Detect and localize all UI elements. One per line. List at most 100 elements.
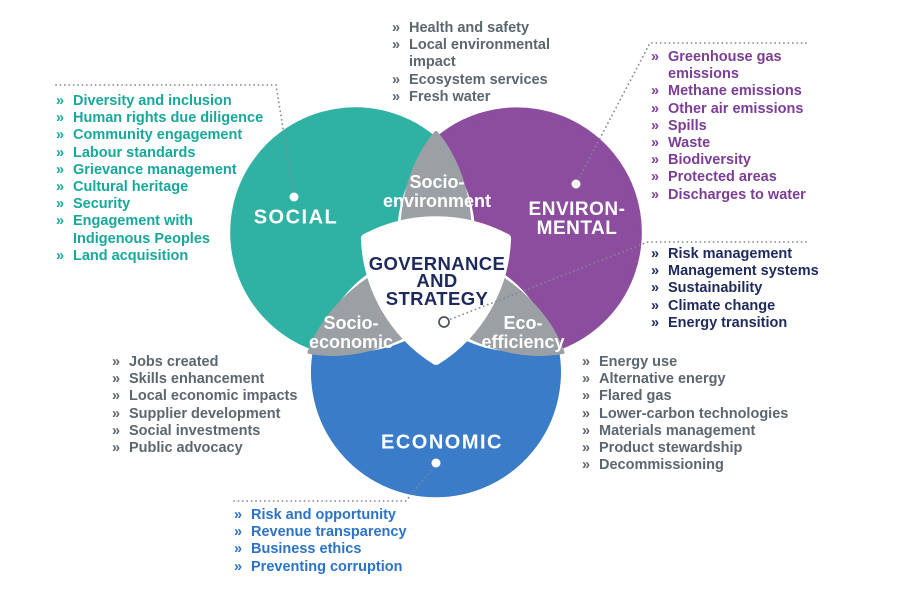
governance-center-region — [360, 216, 512, 365]
chevron-bullet: » — [112, 371, 121, 388]
list-item: »Local economic impacts — [112, 388, 334, 405]
list-item: »Cultural heritage — [56, 179, 301, 196]
list-item: »Sustainability — [651, 280, 846, 297]
list-item: »Fresh water — [392, 89, 582, 106]
list-item-text: Local economic impacts — [129, 388, 298, 405]
chevron-bullet: » — [651, 100, 660, 117]
list-item-text: Management systems — [668, 263, 819, 280]
eco-efficiency-topic-list: »Energy use»Alternative energy»Flared ga… — [582, 354, 824, 474]
list-item-text: Local environmental impact — [409, 37, 551, 71]
list-item-text: Discharges to water — [668, 186, 806, 203]
chevron-bullet: » — [651, 280, 660, 297]
list-item-text: Waste — [668, 135, 711, 152]
list-item-text: Fresh water — [409, 88, 491, 105]
chevron-bullet: » — [56, 247, 65, 264]
list-item: » Decommissioning — [582, 457, 824, 474]
chevron-bullet: » — [56, 213, 65, 230]
list-item: »Social investments — [112, 423, 334, 440]
list-item-text: Alternative energy — [599, 371, 726, 388]
governance-leader-line — [445, 241, 807, 322]
list-item-text: Lower-carbon technologies — [599, 405, 789, 422]
list-item-text: Flared gas — [599, 388, 672, 405]
list-item-text: Spills — [668, 117, 707, 134]
chevron-bullet: » — [56, 179, 65, 196]
list-item: »Security — [56, 196, 301, 213]
list-item-text: Ecosystem services — [409, 71, 548, 88]
list-item-text: Materials management — [599, 422, 756, 439]
chevron-bullet: » — [392, 71, 401, 88]
list-item: »Skills enhancement — [112, 371, 334, 388]
list-item-text: Energy use — [599, 354, 678, 370]
chevron-bullet: » — [112, 422, 121, 439]
list-item-text: Public advocacy — [129, 440, 243, 457]
chevron-bullet: » — [582, 440, 591, 457]
list-item: »Jobs created — [112, 354, 334, 371]
list-item: »Alternative energy — [582, 371, 824, 388]
list-item-text: Labour standards — [73, 144, 196, 161]
chevron-bullet: » — [234, 558, 243, 575]
socio-environment-topic-list: »Health and safety»Local environmental i… — [392, 20, 582, 106]
list-item-text: Preventing corruption — [251, 558, 403, 575]
socio-economic-topic-list: »Jobs created»Skills enhancement»Local e… — [112, 354, 334, 457]
economic-leader-line — [233, 463, 437, 502]
chevron-bullet: » — [651, 314, 660, 331]
list-item: »Protected areas — [651, 169, 833, 186]
list-item-text: Decommissioning — [599, 457, 724, 474]
list-item: » Spills — [651, 118, 833, 135]
list-item-text: Health and safety — [409, 20, 530, 36]
list-item-text: Risk management — [668, 246, 793, 262]
social-topic-list: »Diversity and inclusion»Human rights du… — [56, 93, 301, 265]
chevron-bullet: » — [56, 93, 65, 109]
list-item: » Public advocacy — [112, 440, 334, 457]
environmental-topic-list: »Greenhouse gas emissions»Methane emissi… — [651, 49, 833, 204]
list-item: »Methane emissions — [651, 83, 833, 100]
list-item-text: Other air emissions — [668, 100, 804, 117]
governance-topic-list: » Risk management » Management systems»Sust… — [651, 246, 846, 332]
chevron-bullet: » — [651, 246, 660, 262]
chevron-bullet: » — [651, 83, 660, 100]
list-item: » Human rights due diligence — [56, 110, 301, 127]
chevron-bullet: » — [234, 524, 243, 541]
list-item: »Revenue transparency — [234, 524, 452, 541]
list-item: »Climate change — [651, 298, 846, 315]
chevron-bullet: » — [651, 117, 660, 134]
list-item: »Engagement with Indigenous Peoples — [56, 213, 301, 247]
list-item: »Grievance management — [56, 162, 301, 179]
list-item: » Energy use — [582, 354, 824, 371]
list-item: »Energy transition — [651, 315, 846, 332]
social-marker-dot — [289, 192, 299, 202]
chevron-bullet: » — [582, 388, 591, 405]
chevron-bullet: » — [582, 405, 591, 422]
list-item: »Health and safety — [392, 20, 582, 37]
chevron-bullet: » — [112, 354, 121, 370]
list-item-text: Biodiversity — [668, 152, 751, 169]
list-item: »Local environmental impact — [392, 37, 582, 71]
list-item: »Product stewardship — [582, 440, 824, 457]
chevron-bullet: » — [234, 507, 243, 523]
chevron-bullet: » — [112, 440, 121, 457]
chevron-bullet: » — [651, 152, 660, 169]
governance-marker-ring — [438, 316, 450, 328]
environmental-marker-dot — [571, 179, 581, 189]
list-item: » Ecosystem services — [392, 72, 582, 89]
list-item-text: Community engagement — [73, 127, 243, 144]
chevron-bullet: » — [651, 169, 660, 186]
list-item: » Management systems — [651, 263, 846, 280]
list-item: »Greenhouse gas emissions — [651, 49, 833, 83]
list-item: » Risk management — [651, 246, 846, 263]
list-item: » Biodiversity — [651, 152, 833, 169]
chevron-bullet: » — [582, 354, 591, 370]
chevron-bullet: » — [56, 127, 65, 144]
list-item-text: Greenhouse gas emissions — [668, 49, 782, 83]
list-item-text: Human rights due diligence — [73, 110, 264, 127]
chevron-bullet: » — [651, 297, 660, 314]
chevron-bullet: » — [651, 263, 660, 280]
list-item: »Labour standards — [56, 145, 301, 162]
list-item-text: Business ethics — [251, 541, 362, 558]
chevron-bullet: » — [112, 405, 121, 422]
chevron-bullet: » — [56, 110, 65, 127]
chevron-bullet: » — [582, 457, 591, 474]
list-item: »Land acquisition — [56, 248, 301, 265]
